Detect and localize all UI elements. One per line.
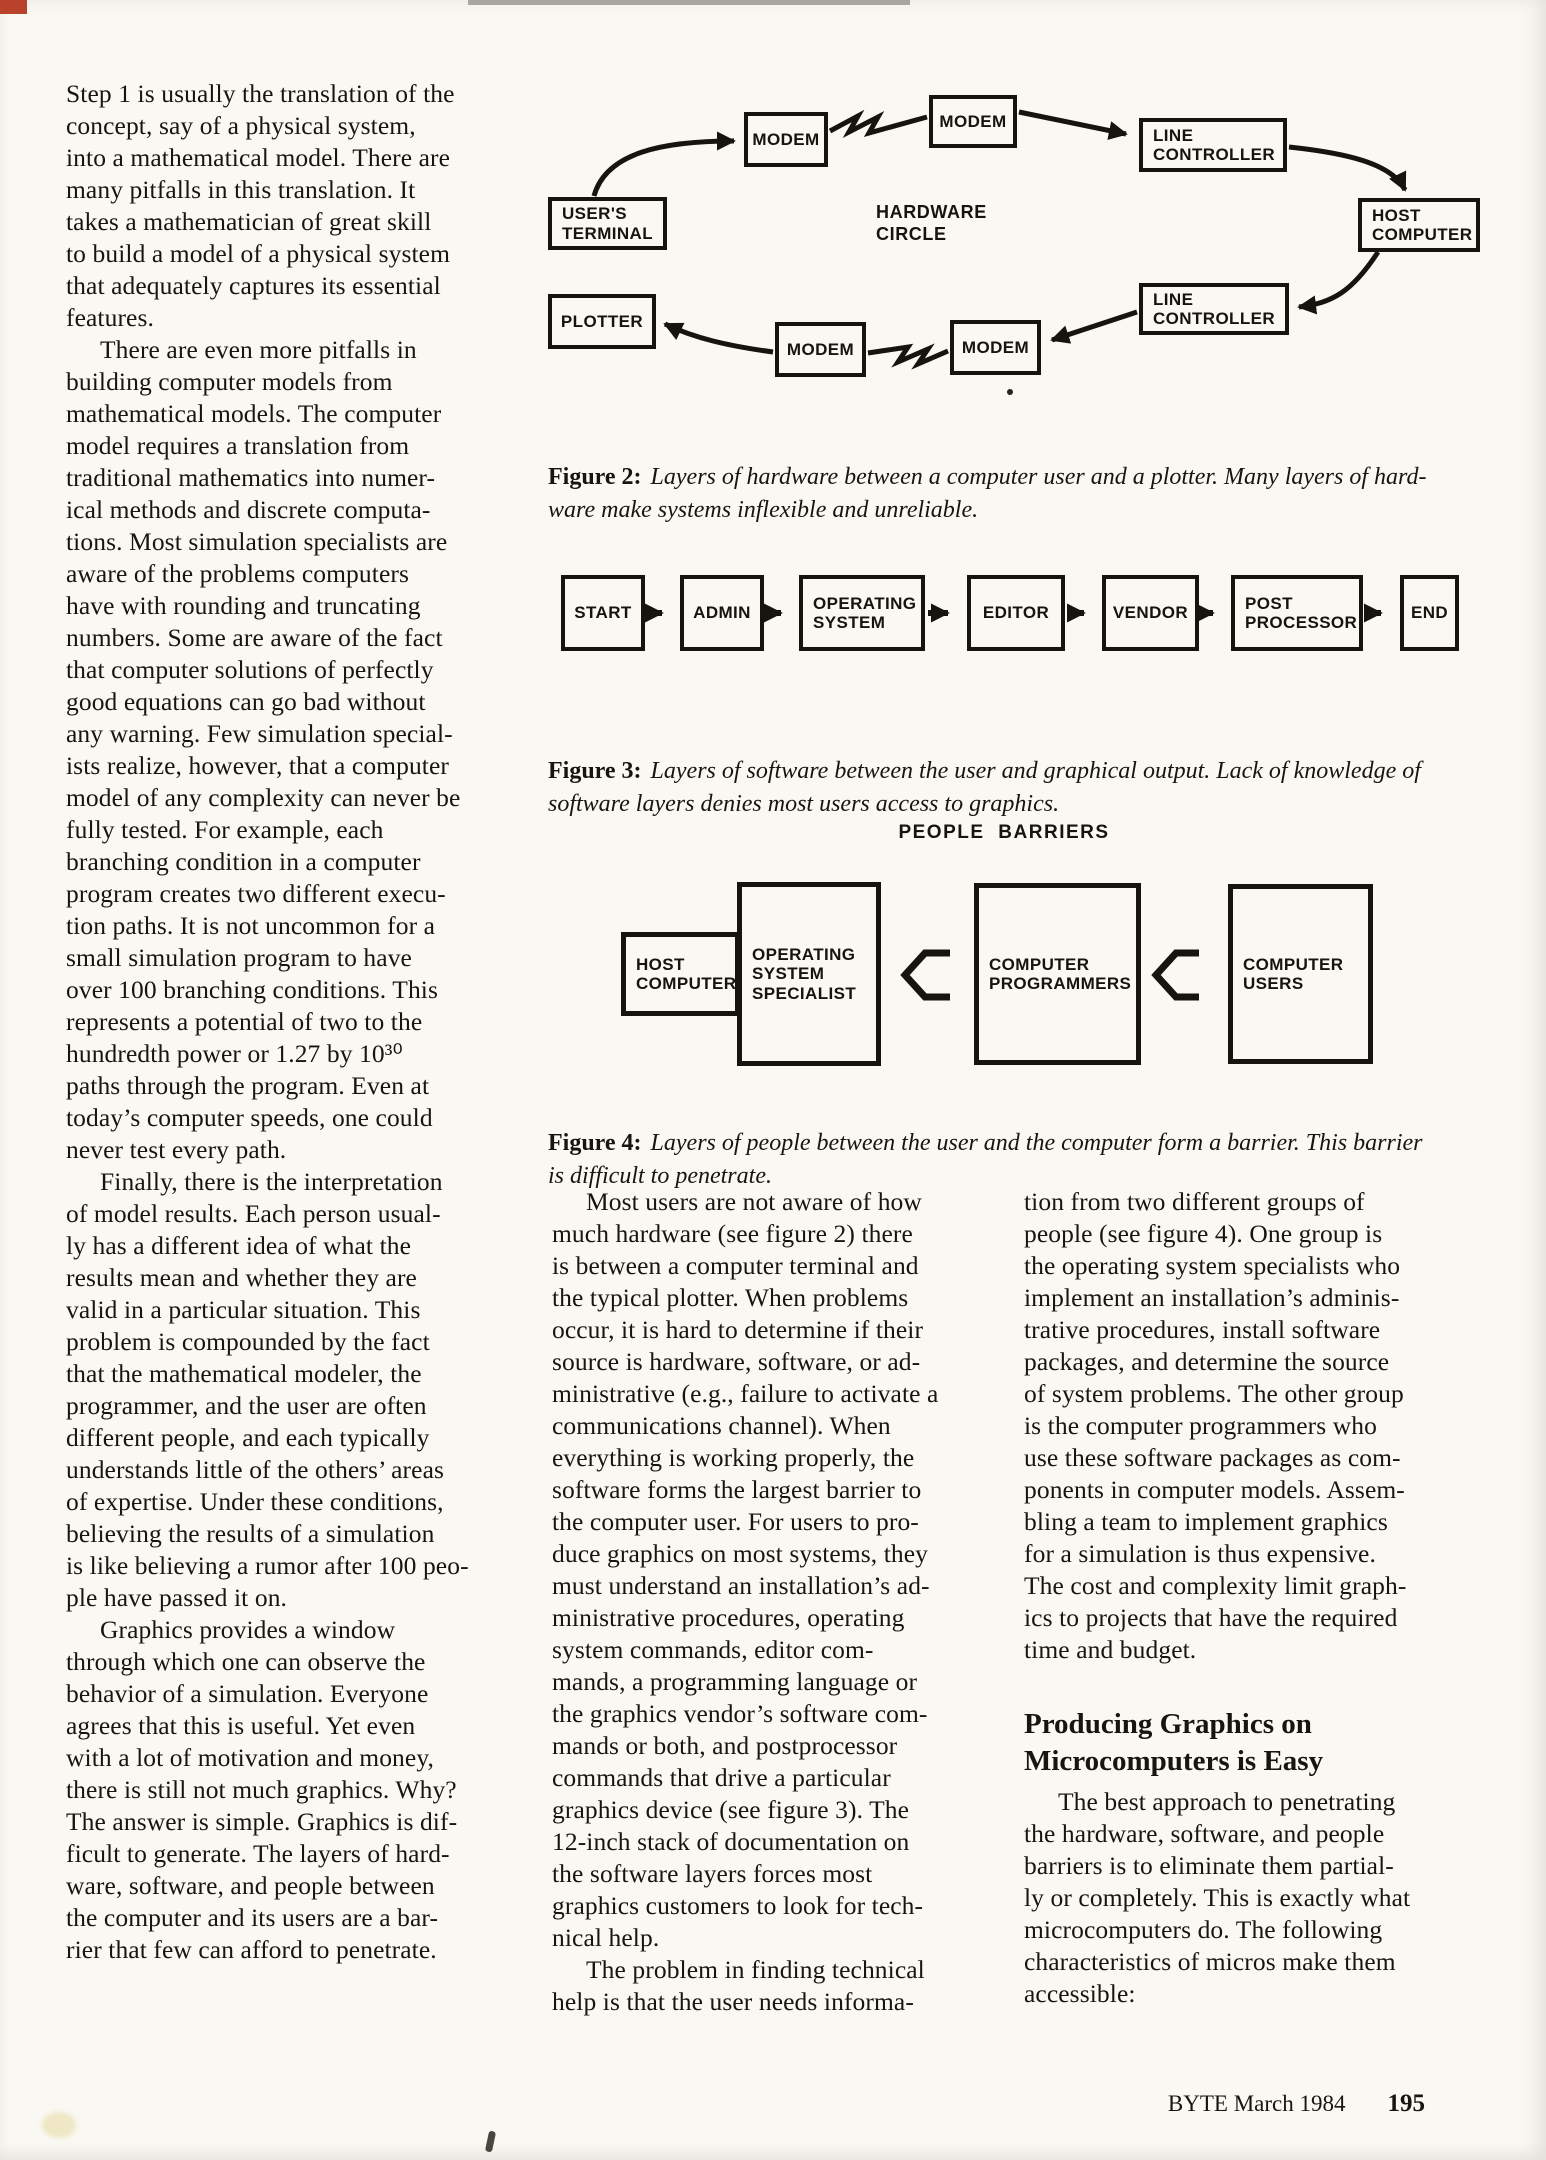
figure4-title: PEOPLE BARRIERS [898, 822, 1110, 843]
zigzag-top-modems [828, 109, 928, 139]
figure3-box-vendor: VENDOR [1102, 575, 1199, 651]
arrow-modem-to-plotter [663, 321, 774, 355]
figure2-caption: Figure 2:Layers of hardware between a co… [548, 428, 1463, 527]
figure3-caption-lead: Figure 3: [548, 758, 642, 784]
right-column: tion from two different groups of people… [1024, 1186, 1476, 2010]
figure2-caption-body: Layers of hardware between a computer us… [548, 464, 1427, 523]
pen-mark [484, 2130, 497, 2153]
figure3-box-end: END [1400, 575, 1459, 651]
speck-mark [1007, 389, 1013, 395]
figure2-box-modem-bottom-right: MODEM [950, 320, 1041, 375]
arrow-linecontroller-to-host [1288, 144, 1408, 192]
figure2-box-modem-top-right: MODEM [929, 95, 1017, 148]
figure2-box-modem-top-left: MODEM [744, 112, 828, 167]
paragraph: Finally, there is the interpretation of … [66, 1167, 469, 1612]
figure2-box-line-controller-top: LINE CONTROLLER [1139, 118, 1287, 172]
figure4-box-host-computer: HOST COMPUTER [621, 932, 740, 1016]
figure3-box-admin: ADMIN [680, 575, 764, 651]
figure2-center-label: HARDWARE CIRCLE [876, 202, 987, 244]
figure4-caption-lead: Figure 4: [548, 1130, 642, 1156]
figure2-box-users-terminal: USER'S TERMINAL [548, 197, 667, 250]
page-number: 195 [1387, 2090, 1426, 2117]
figure3-caption: Figure 3:Layers of software between the … [548, 722, 1463, 821]
paragraph: tion from two different groups of people… [1024, 1187, 1407, 1664]
chevron-arrow-users-to-programmers [1151, 949, 1199, 1001]
journal-name: BYTE March 1984 [1167, 2091, 1346, 2116]
chevron-arrow-programmers-to-specialist [900, 949, 950, 1001]
top-edge-mark [468, 0, 910, 5]
figure4-caption-body: Layers of people between the user and th… [548, 1130, 1423, 1189]
arrow-modem-to-linecontroller [1018, 109, 1128, 140]
paragraph: The problem in finding technical help is… [552, 1955, 925, 2016]
figure4-box-computer-users: COMPUTER USERS [1228, 884, 1373, 1064]
paragraph: The best approach to penetrating the har… [1024, 1787, 1411, 2008]
arrow-linecontroller-to-modem [1050, 309, 1138, 344]
paragraph: Most users are not aware of how much har… [552, 1187, 939, 1952]
stain-mark [42, 2112, 76, 2138]
figure2-caption-lead: Figure 2: [548, 464, 642, 490]
paragraph: There are even more pitfalls in building… [66, 335, 461, 1164]
figure4-caption: Figure 4:Layers of people between the us… [548, 1094, 1463, 1193]
figure3-box-start: START [561, 575, 645, 651]
figure3-box-operating-system: OPERATING SYSTEM [799, 575, 925, 651]
figure4-box-os-specialist: OPERATING SYSTEM SPECIALIST [737, 882, 881, 1066]
figure3-caption-body: Layers of software between the user and … [548, 758, 1421, 817]
figure4-box-computer-programmers: COMPUTER PROGRAMMERS [974, 883, 1141, 1065]
arrow-host-to-linecontroller [1297, 250, 1381, 315]
paragraph: Graphics provides a window through which… [66, 1615, 458, 1964]
figure2-box-line-controller-bottom: LINE CONTROLLER [1139, 283, 1289, 335]
middle-column: Most users are not aware of how much har… [552, 1186, 1004, 2018]
figure2-box-plotter: PLOTTER [548, 294, 656, 349]
red-corner-mark [0, 0, 27, 14]
figure2-box-modem-bottom-left: MODEM [775, 322, 866, 377]
figure3-box-post-processor: POST PROCESSOR [1231, 575, 1363, 651]
zigzag-bottom-modems [867, 343, 949, 370]
page-footer: BYTE March 1984 195 [1020, 2090, 1425, 2118]
left-column: Step 1 is usually the translation of the… [66, 78, 482, 1966]
paragraph: Step 1 is usually the translation of the… [66, 79, 455, 332]
figure3-box-editor: EDITOR [967, 575, 1065, 651]
figure2-box-host-computer: HOST COMPUTER [1358, 198, 1480, 252]
arrow-terminal-to-modem [591, 131, 736, 197]
section-heading: Producing Graphics on Microcomputers is … [1024, 1708, 1324, 1777]
